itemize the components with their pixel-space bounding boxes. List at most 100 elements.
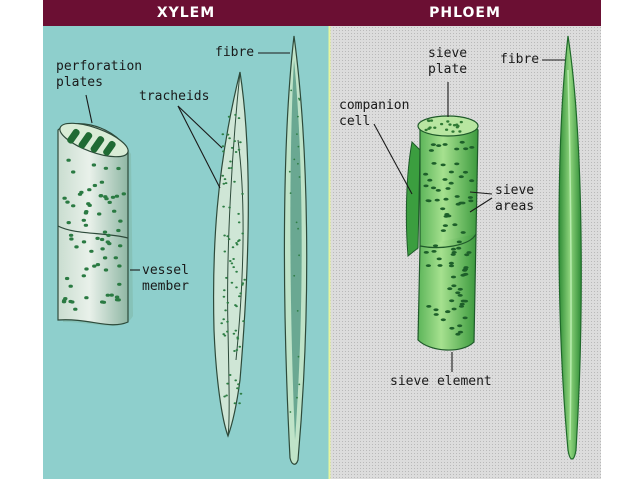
cell-pit xyxy=(298,98,301,101)
cell-pit xyxy=(296,310,299,312)
cell-pit xyxy=(234,304,237,307)
cell-pit xyxy=(238,295,241,298)
cell-pit xyxy=(430,143,436,147)
cell-pit xyxy=(103,195,108,199)
cell-pit xyxy=(109,293,114,297)
cell-pit xyxy=(435,189,441,192)
cell-pit xyxy=(436,257,442,261)
cell-pit xyxy=(452,124,457,127)
cell-pit xyxy=(241,192,244,195)
cell-pit xyxy=(118,219,123,223)
cell-pit xyxy=(220,322,223,325)
cell-pit xyxy=(226,330,229,333)
cell-pit xyxy=(87,188,92,192)
cell-pit xyxy=(99,237,105,242)
cell-pit xyxy=(113,256,119,260)
cell-pit xyxy=(458,130,462,133)
cell-pit xyxy=(236,336,239,339)
cell-pit xyxy=(229,260,232,262)
cell-pit xyxy=(74,245,79,249)
cell-pit xyxy=(235,349,239,351)
cell-pit xyxy=(459,140,465,144)
cell-pit xyxy=(238,345,242,348)
cell-pit xyxy=(432,244,439,248)
label-sieve-areas: sieve areas xyxy=(495,183,534,215)
cell-pit xyxy=(224,309,227,312)
label-leader-lines xyxy=(85,52,565,372)
cell-pit xyxy=(427,119,431,123)
cell-pit xyxy=(450,275,457,279)
cell-pit xyxy=(236,387,239,390)
cell-pit xyxy=(228,374,232,376)
cell-pit xyxy=(223,250,227,253)
cell-pit xyxy=(226,133,230,136)
cell-pit xyxy=(223,334,227,337)
cell-pit xyxy=(73,307,78,311)
cell-pit xyxy=(222,150,225,153)
cell-pit xyxy=(116,228,121,233)
label-perforation-plates-line1: perforation xyxy=(56,59,143,74)
cell-pit xyxy=(233,402,237,405)
cell-pit xyxy=(433,313,439,316)
cell-pit xyxy=(458,175,464,179)
cell-pit xyxy=(455,332,461,336)
tracheid-cells xyxy=(212,71,249,438)
cell-pit xyxy=(457,330,464,334)
cell-pit xyxy=(460,201,466,205)
cell-pit xyxy=(427,178,433,182)
cell-pit xyxy=(223,234,226,237)
cell-pit xyxy=(221,145,225,148)
cell-pit xyxy=(237,212,240,215)
cell-pit xyxy=(68,233,74,237)
cell-pit xyxy=(459,120,463,124)
cell-pit xyxy=(62,196,67,200)
cell-pit xyxy=(449,299,455,303)
cell-pit xyxy=(469,146,475,149)
cell-pit xyxy=(442,143,448,146)
label-companion-cell-line2: cell xyxy=(339,114,371,129)
cell-pit xyxy=(434,198,440,202)
cell-pit xyxy=(288,170,291,173)
cell-pit xyxy=(448,170,454,174)
cell-pit xyxy=(289,411,292,413)
cell-pit xyxy=(454,195,460,198)
cell-pit xyxy=(462,170,469,174)
cell-pit xyxy=(452,223,458,227)
label-sieve-plate: sieve plate xyxy=(428,46,467,78)
cell-pit xyxy=(233,140,236,143)
cell-pit xyxy=(295,221,298,224)
cell-pit xyxy=(448,261,454,265)
cell-pit xyxy=(455,291,461,295)
cell-pit xyxy=(68,299,73,304)
cell-pit xyxy=(440,163,446,167)
cell-pit xyxy=(89,249,94,253)
cell-pit xyxy=(230,281,234,284)
cell-pit xyxy=(235,242,238,244)
cell-pit xyxy=(442,178,448,181)
cell-pit xyxy=(222,333,225,336)
cell-pit xyxy=(241,283,244,286)
cell-pit xyxy=(297,115,299,118)
cell-pit xyxy=(226,382,229,385)
cell-pit xyxy=(86,202,91,206)
cell-pit xyxy=(289,192,292,195)
label-perforation-plates: perforation plates xyxy=(56,59,142,91)
label-sieve-plate-line1: sieve xyxy=(428,46,468,61)
cell-pit xyxy=(239,141,242,144)
cell-pit xyxy=(226,301,230,304)
cell-pit xyxy=(221,174,225,177)
cell-pit xyxy=(440,207,446,211)
cell-pit xyxy=(81,274,87,278)
cell-pit xyxy=(225,276,228,279)
cell-pit xyxy=(66,221,71,225)
cell-pit xyxy=(110,195,116,199)
cell-pit xyxy=(427,127,431,130)
cell-pit xyxy=(451,284,457,288)
cell-pit xyxy=(107,200,112,204)
cell-pit xyxy=(102,230,108,234)
cell-pit xyxy=(237,383,240,386)
cell-pit xyxy=(102,256,108,260)
cell-pit xyxy=(223,395,226,398)
cell-pit xyxy=(449,326,455,330)
cell-pit xyxy=(114,298,120,302)
